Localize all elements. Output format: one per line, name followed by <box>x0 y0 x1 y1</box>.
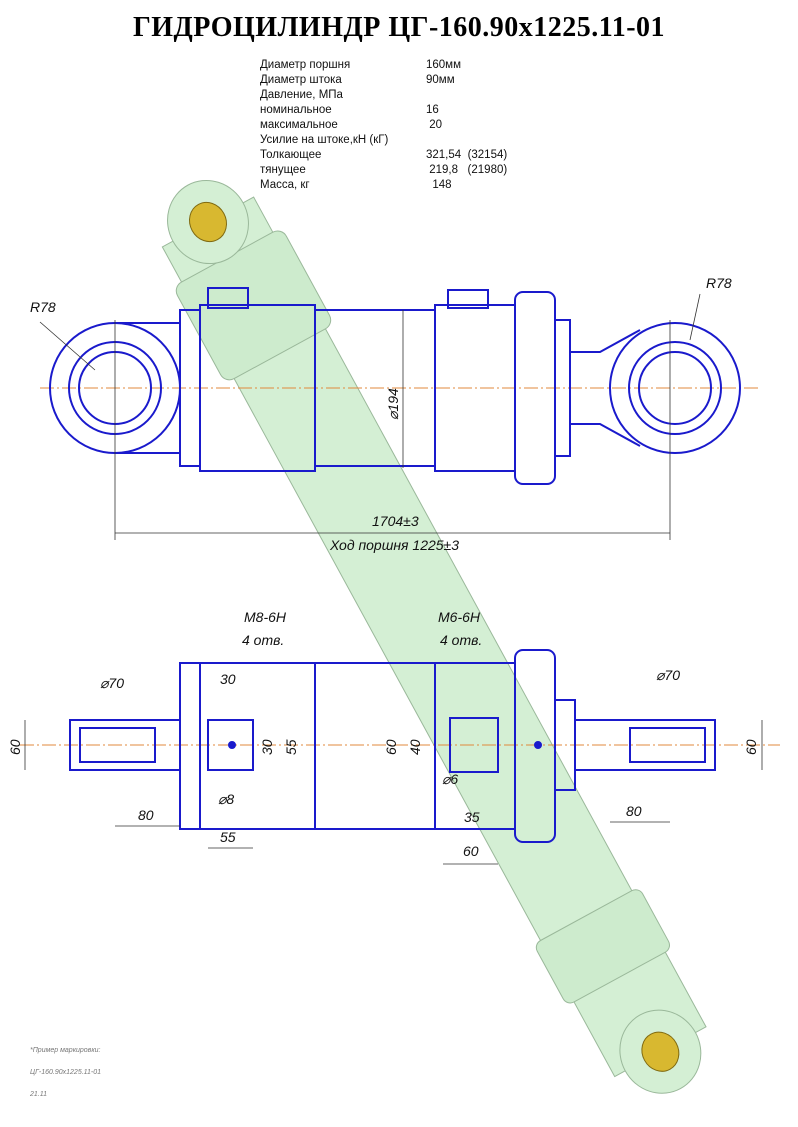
spec-value: 148 <box>426 179 452 191</box>
spec-row: Диаметр поршня 160мм <box>260 58 507 73</box>
spec-label: Толкающее <box>260 149 322 161</box>
dim-thread-right: M6-6H <box>438 609 481 625</box>
spec-row: Толкающее 321,54 (32154) <box>260 148 507 163</box>
spec-value: 160мм <box>426 59 461 71</box>
dim-d70-right: ⌀70 <box>656 667 680 683</box>
dim-d6: ⌀6 <box>442 771 458 787</box>
dim-r-right: R78 <box>706 275 732 291</box>
spec-label: Усилие на штоке,кН (кГ) <box>260 134 389 146</box>
cylinder-3d-model <box>161 179 707 1094</box>
spec-label: максимальное <box>260 119 338 131</box>
dim-body-diameter: ⌀194 <box>385 388 401 420</box>
spec-label: Масса, кг <box>260 179 310 191</box>
dim-30-vertical: 30 <box>259 739 275 755</box>
dim-stroke: Ход поршня 1225±3 <box>329 537 459 553</box>
dim-60-vertical: 60 <box>383 739 399 755</box>
dim-80-right: 80 <box>626 803 642 819</box>
marking-note: *Пример маркировки: ЦГ-160.90х1225.11-01… <box>30 1040 101 1106</box>
spec-value: 219,8 (21980) <box>426 164 508 176</box>
drawing-title: ГИДРОЦИЛИНДР ЦГ-160.90х1225.11-01 <box>132 12 666 43</box>
top-view <box>39 287 760 540</box>
spec-value: 90мм <box>426 74 455 86</box>
spec-row: Масса, кг 148 <box>260 178 507 193</box>
spec-label: номинальное <box>260 104 332 116</box>
spec-label: Давление, МПа <box>260 89 343 101</box>
dim-thread-left: M8-6H <box>244 609 287 625</box>
dim-d8: ⌀8 <box>218 791 234 807</box>
spec-row: тянущее 219,8 (21980) <box>260 163 507 178</box>
dim-55-horizontal: 55 <box>220 829 236 845</box>
dim-60-horizontal: 60 <box>463 843 479 859</box>
spec-row: Давление, МПа <box>260 88 507 103</box>
dim-holes-right: 4 отв. <box>440 632 482 648</box>
note-line: ЦГ-160.90х1225.11-01 <box>30 1069 102 1076</box>
note-line: *Пример маркировки: <box>30 1047 101 1054</box>
dim-overall-length: 1704±3 <box>372 513 419 529</box>
dim-holes-left: 4 отв. <box>242 632 284 648</box>
dim-35: 35 <box>464 809 480 825</box>
spec-value: 16 <box>426 104 439 116</box>
spec-value: 20 <box>426 119 442 131</box>
note-line: 21.11 <box>30 1091 47 1098</box>
spec-row: номинальное 16 <box>260 103 507 118</box>
dim-40-vertical: 40 <box>407 739 423 755</box>
dim-h60-left: 60 <box>7 739 23 755</box>
spec-table: Диаметр поршня 160мм Диаметр штока 90мм Да… <box>260 58 507 193</box>
spec-label: Диаметр штока <box>260 74 342 86</box>
dim-55-vertical: 55 <box>283 739 299 755</box>
spec-label: Диаметр поршня <box>260 59 351 71</box>
spec-label: тянущее <box>260 164 306 176</box>
spec-row: Усилие на штоке,кН (кГ) <box>260 133 507 148</box>
spec-row: Диаметр штока 90мм <box>260 73 507 88</box>
dim-d70-left: ⌀70 <box>100 675 124 691</box>
dim-h60-right: 60 <box>743 739 759 755</box>
bottom-view <box>20 649 780 865</box>
spec-value: 321,54 (32154) <box>426 149 508 161</box>
dim-30-horizontal: 30 <box>220 671 236 687</box>
dim-80-left: 80 <box>138 807 154 823</box>
spec-row: максимальное 20 <box>260 118 507 133</box>
dim-r-left: R78 <box>30 299 56 315</box>
